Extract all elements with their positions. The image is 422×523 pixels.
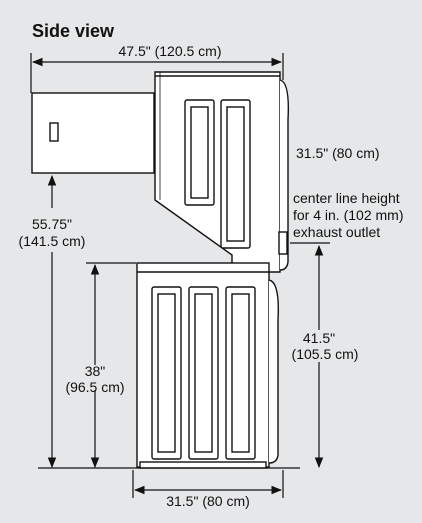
centerline-label-line2: for 4 in. (102 mm) (293, 207, 404, 223)
door-handle (49, 122, 59, 142)
overall-depth-label: 47.5" (120.5 cm) (118, 43, 222, 59)
outlet-height-cm: (105.5 cm) (291, 346, 359, 362)
washer-back-bump (268, 279, 279, 464)
dryer-back-bump (279, 79, 290, 271)
total-height-cm: (141.5 cm) (18, 233, 86, 249)
exhaust-outlet (278, 231, 288, 255)
diagram-title: Side view (32, 21, 115, 41)
centerline-label-line3: exhaust outlet (293, 224, 381, 240)
washer-height-cm: (96.5 cm) (65, 379, 125, 395)
dimension-lines (30, 53, 330, 498)
dryer-cabinet (154, 71, 281, 273)
outlet-height-inches: 41.5" (302, 330, 336, 346)
washer-unit (136, 262, 279, 469)
washer-base (139, 461, 267, 469)
centerline-label-line1: center line height (293, 190, 400, 206)
washer-height-inches: 38" (84, 363, 106, 379)
washer-depth-label: 31.5" (80 cm) (166, 493, 250, 509)
dryer-unit (31, 71, 290, 273)
total-height-inches: 55.75" (31, 216, 72, 232)
dryer-depth-label: 31.5" (80 cm) (296, 145, 380, 161)
